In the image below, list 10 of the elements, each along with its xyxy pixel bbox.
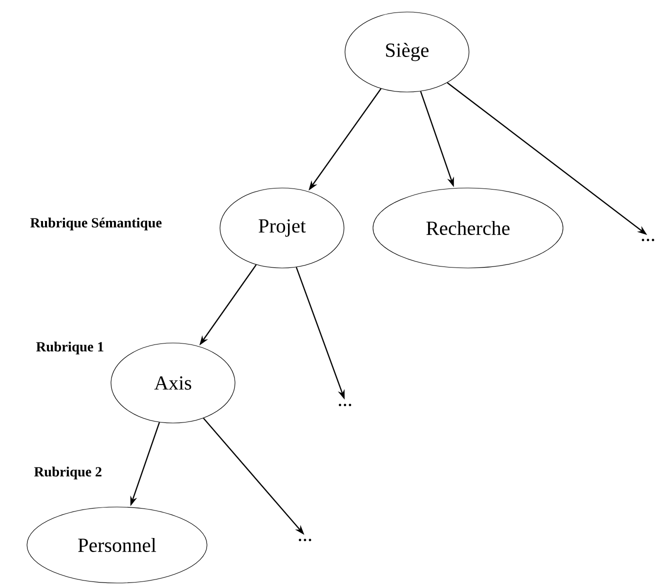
ellipse-node: Recherche (372, 188, 564, 268)
ellipsis-text: ... (642, 238, 654, 242)
ellipsis-text: ... (338, 404, 352, 406)
ellipse-node: Projet (220, 188, 344, 268)
level-label: Rubrique 2 (34, 466, 102, 480)
ellipsis-text: ... (298, 538, 312, 542)
ellipse-node: Siège (344, 12, 470, 92)
ellipse-node: Axis (110, 342, 236, 424)
level-label: Rubrique Sémantique (30, 218, 162, 230)
ellipse-node: Personnel (26, 506, 208, 584)
